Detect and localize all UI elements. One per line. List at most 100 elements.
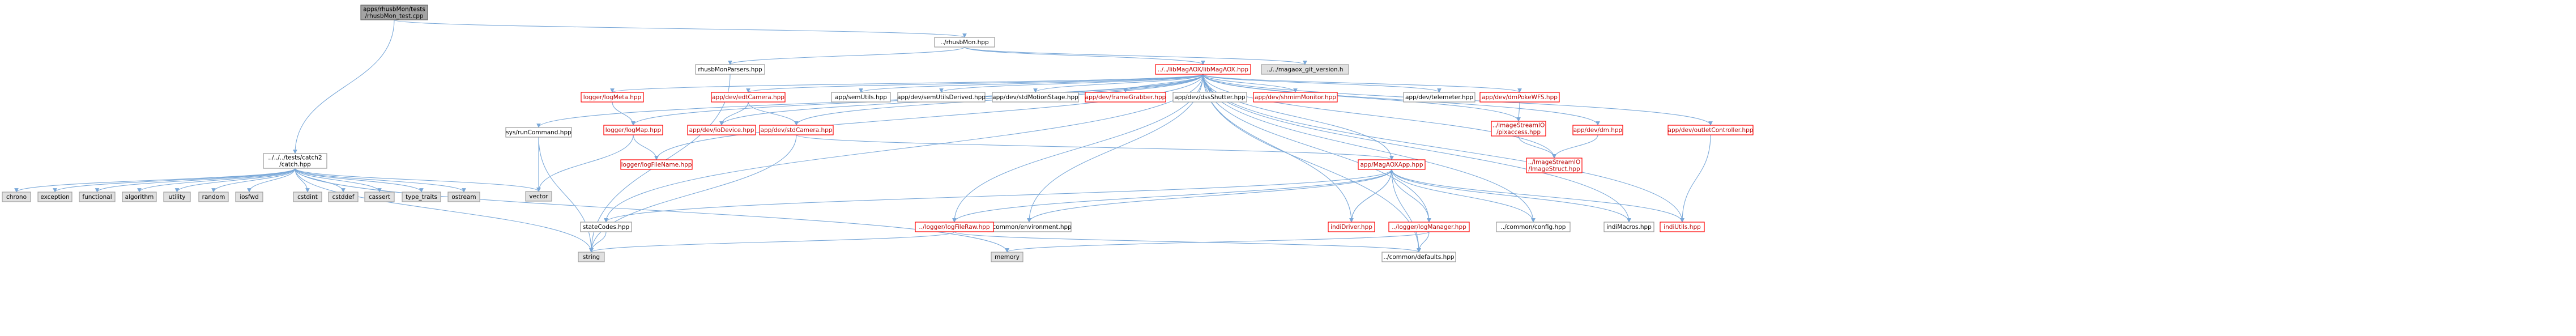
- node-box: [360, 5, 428, 20]
- node-vector[interactable]: vector: [525, 191, 552, 202]
- node-label: ../../magaox_git_version.h: [1266, 66, 1343, 73]
- node-frameGrabber[interactable]: app/dev/frameGrabber.hpp: [1085, 92, 1166, 103]
- node-box: [122, 192, 157, 202]
- node-label: app/dev/telemeter.hpp: [1405, 94, 1473, 101]
- node-shmimMonitor[interactable]: app/dev/shmimMonitor.hpp: [1253, 92, 1338, 103]
- edge-catch-to-chrono: [14, 168, 296, 193]
- node-memory[interactable]: memory: [991, 252, 1023, 262]
- node-indiUtils[interactable]: indiUtils.hpp: [1660, 222, 1705, 232]
- node-stdCamera[interactable]: app/dev/stdCamera.hpp: [759, 125, 834, 135]
- edge-rhusbMon-to-parsers: [728, 46, 965, 65]
- node-utility[interactable]: utility: [163, 192, 191, 202]
- edge-stdCamera-to-string: [589, 134, 797, 253]
- node-box: [447, 192, 480, 202]
- edge-magaox-to-semUtils: [859, 74, 1204, 93]
- node-edtCamera[interactable]: app/dev/edtCamera.hpp: [711, 92, 786, 103]
- node-box: [934, 37, 995, 48]
- node-logMeta[interactable]: logger/logMeta.hpp: [581, 92, 644, 103]
- node-ostream[interactable]: ostream: [447, 192, 480, 202]
- node-imageStruct[interactable]: ../ImageStreamIO/ImageStruct.hpp: [1526, 158, 1583, 173]
- node-label: /catch.hpp: [279, 161, 311, 168]
- edge-catch-to-memory: [295, 168, 1009, 253]
- node-box: [580, 222, 632, 232]
- node-box: [831, 92, 891, 103]
- node-dssShutter[interactable]: app/dev/dssShutter.hpp: [1172, 92, 1247, 103]
- edge-magaox-to-defaults: [1202, 74, 1421, 253]
- node-dm[interactable]: app/dev/dm.hpp: [1572, 125, 1623, 135]
- node-label: ostream: [451, 194, 476, 201]
- edge-magaox-to-shmimMonitor: [1202, 74, 1298, 93]
- node-logFileRaw[interactable]: ../logger/logFileRaw.hpp: [915, 222, 994, 232]
- node-box: [1381, 252, 1456, 262]
- node-indiMacros[interactable]: indiMacros.hpp: [1603, 222, 1654, 232]
- node-outletController[interactable]: app/dev/outletController.hpp: [1667, 125, 1754, 135]
- node-environment[interactable]: ../common/environment.hpp: [987, 222, 1072, 232]
- node-label: logger/logMeta.hpp: [583, 94, 642, 101]
- node-dmPokeWFS[interactable]: app/dev/dmPokeWFS.hpp: [1479, 92, 1560, 103]
- node-semUtilsDerived[interactable]: app/dev/semUtilsDerived.hpp: [897, 92, 986, 103]
- node-type_traits[interactable]: type_traits: [402, 192, 441, 202]
- node-label: exception: [40, 194, 69, 201]
- node-label: logger/logFileName.hpp: [621, 161, 692, 168]
- node-telemeter[interactable]: app/dev/telemeter.hpp: [1403, 92, 1475, 103]
- node-pixaccess[interactable]: ../ImageStreamIO/pixaccess.hpp: [1491, 121, 1546, 137]
- node-stateCodes[interactable]: stateCodes.hpp: [580, 222, 632, 232]
- edge-stdCamera-to-magaoxapp: [796, 134, 1394, 160]
- node-box: [620, 159, 693, 170]
- edge-catch-to-functional: [95, 168, 296, 193]
- node-rhusbMon[interactable]: ../rhusbMon.hpp: [934, 37, 995, 48]
- node-gitver[interactable]: ../../magaox_git_version.h: [1261, 64, 1349, 75]
- node-algorithm[interactable]: algorithm: [122, 192, 157, 202]
- node-logMap[interactable]: logger/logMap.hpp: [603, 125, 663, 135]
- node-label: ../ImageStreamIO: [1492, 122, 1545, 129]
- node-stdMotionStage[interactable]: app/dev/stdMotionStage.hpp: [992, 92, 1079, 103]
- node-box: [328, 192, 359, 202]
- node-box: [897, 92, 986, 103]
- node-label: app/dev/shmimMonitor.hpp: [1255, 94, 1336, 101]
- node-label: type_traits: [406, 194, 437, 201]
- edge-magaox-to-magaoxapp: [1202, 74, 1394, 160]
- node-box: [711, 92, 786, 103]
- edge-catch-to-random: [211, 168, 296, 193]
- node-box: [1526, 158, 1583, 173]
- node-catch[interactable]: ../../../tests/catch2/catch.hpp: [263, 153, 327, 169]
- node-parsers[interactable]: rhusbMonParsers.hpp: [695, 64, 765, 75]
- node-root[interactable]: apps/rhusbMon/tests/rhusbMon_test.cpp: [360, 5, 428, 20]
- node-random[interactable]: random: [198, 192, 229, 202]
- node-logManager[interactable]: ../logger/logManager.hpp: [1388, 222, 1470, 232]
- node-exception[interactable]: exception: [37, 192, 72, 202]
- node-iosfwd[interactable]: iosfwd: [235, 192, 263, 202]
- edge-magaox-to-stateCodes: [604, 74, 1204, 223]
- node-semUtils[interactable]: app/semUtils.hpp: [831, 92, 891, 103]
- node-defaults[interactable]: ../common/defaults.hpp: [1381, 252, 1456, 262]
- node-box: [1479, 92, 1560, 103]
- node-config[interactable]: ../common/config.hpp: [1496, 222, 1571, 232]
- edge-root-to-catch: [293, 19, 395, 154]
- node-string[interactable]: string: [578, 252, 605, 262]
- edge-magaoxapp-to-environment: [1027, 169, 1392, 223]
- node-functional[interactable]: functional: [79, 192, 116, 202]
- node-label: app/dev/ioDevice.hpp: [689, 127, 754, 134]
- node-cassert[interactable]: cassert: [364, 192, 395, 202]
- node-chrono[interactable]: chrono: [2, 192, 31, 202]
- node-logFileName[interactable]: logger/logFileName.hpp: [620, 159, 693, 170]
- node-box: [578, 252, 605, 262]
- node-cstddef[interactable]: cstddef: [328, 192, 359, 202]
- edge-magaoxapp-to-indiMacros: [1391, 169, 1631, 223]
- node-magaox[interactable]: ../../libMagAOX/libMagAOX.hpp: [1155, 64, 1251, 75]
- node-box: [991, 252, 1023, 262]
- node-label: app/dev/edtCamera.hpp: [712, 94, 784, 101]
- node-indiDriver[interactable]: indiDriver.hpp: [1328, 222, 1375, 232]
- edge-logFileRaw-to-defaults: [954, 231, 1421, 253]
- node-box: [293, 192, 322, 202]
- node-sysrun[interactable]: sys/runCommand.hpp: [505, 127, 572, 138]
- node-box: [79, 192, 116, 202]
- node-ioDevice[interactable]: app/dev/ioDevice.hpp: [687, 125, 756, 135]
- edge-layer: [14, 19, 1713, 253]
- node-label: app/dev/outletController.hpp: [1668, 127, 1754, 134]
- edge-magaoxapp-to-logFileRaw: [952, 169, 1392, 223]
- node-magaoxapp[interactable]: app/MagAOXApp.hpp: [1358, 159, 1426, 170]
- node-cstdint[interactable]: cstdint: [293, 192, 322, 202]
- edge-catch-to-vector: [295, 168, 541, 192]
